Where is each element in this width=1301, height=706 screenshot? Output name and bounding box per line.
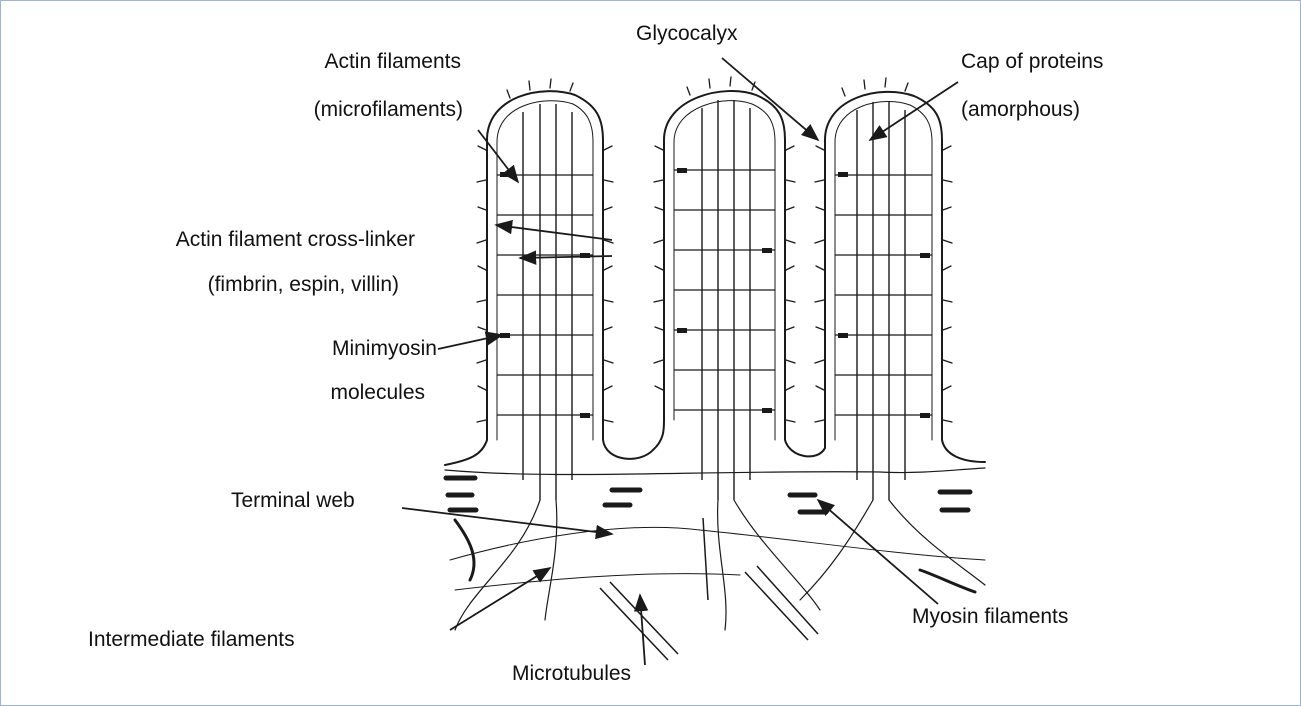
microvillus-membrane-inner (835, 101, 932, 440)
label-minimyosin: Minimyosin (332, 334, 437, 364)
label-actin-filaments: Actin filaments (324, 47, 461, 77)
microvillus-membrane-inner (497, 101, 593, 440)
terminal-web (445, 468, 985, 630)
cross-links (497, 170, 932, 415)
label-myosin-filaments: Myosin filaments (912, 602, 1068, 632)
label-glycocalyx: Glycocalyx (636, 19, 738, 49)
label-microfilaments: (microfilaments) (314, 95, 463, 125)
label-amorphous: (amorphous) (961, 95, 1080, 125)
label-cap-of-proteins: Cap of proteins (961, 47, 1103, 77)
microvillus-membrane-inner (674, 101, 775, 440)
label-terminal-web: Terminal web (231, 486, 355, 516)
actin-filament-bundles (523, 100, 905, 500)
label-microtubules: Microtubules (512, 659, 631, 689)
minimyosin-blobs (500, 168, 930, 418)
label-intermediate-filaments: Intermediate filaments (88, 625, 295, 655)
microvillus-membrane (445, 91, 985, 465)
label-cross-linker-examples: (fimbrin, espin, villin) (208, 270, 399, 300)
label-cross-linker: Actin filament cross-linker (176, 225, 415, 255)
label-molecules: molecules (330, 378, 425, 408)
